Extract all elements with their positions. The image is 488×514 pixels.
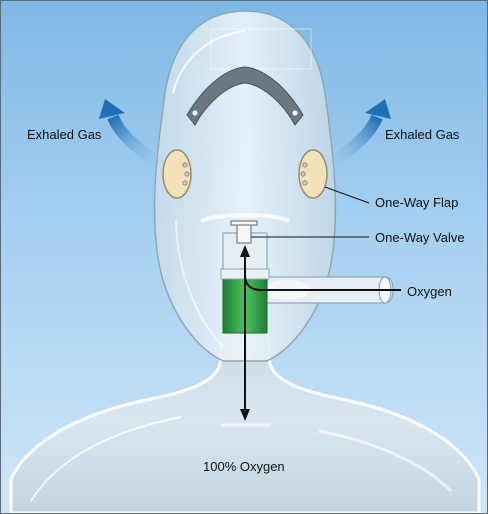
exhaled-arrow-right — [321, 114, 383, 172]
exhaled-arrow-left — [107, 114, 169, 172]
flap-right — [298, 149, 328, 199]
flap-left — [162, 149, 192, 199]
nose-clip — [186, 66, 304, 126]
label-exhaled-left: Exhaled Gas — [27, 127, 102, 142]
label-one-way-flap: One-Way Flap — [375, 195, 459, 210]
label-oxygen: Oxygen — [407, 284, 452, 299]
label-one-way-valve: One-Way Valve — [375, 230, 465, 245]
leader-flap — [324, 186, 370, 204]
label-reservoir: 100% Oxygen — [203, 459, 285, 474]
label-exhaled-right: Exhaled Gas — [385, 127, 460, 142]
